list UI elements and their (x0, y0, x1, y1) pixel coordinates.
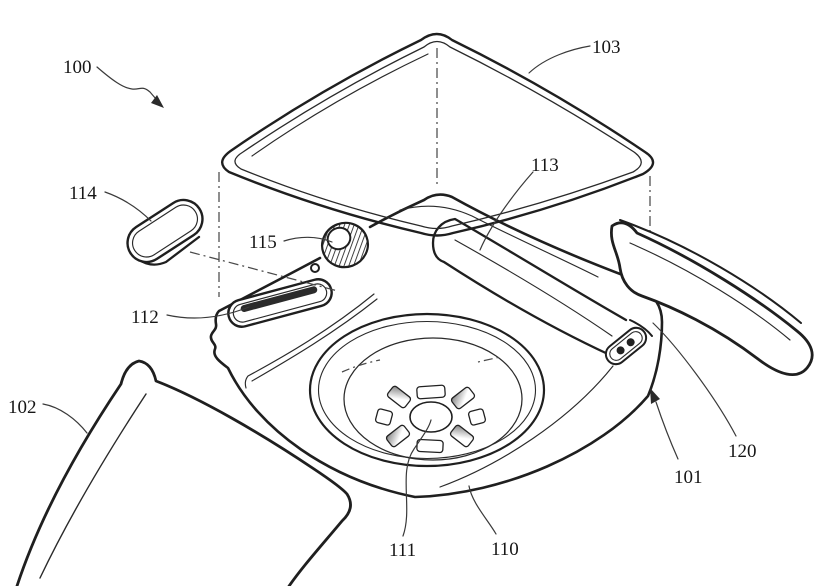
left-band-edge-line (39, 393, 147, 579)
label-112: 112 (131, 307, 159, 328)
right-band-back-edge (619, 219, 802, 324)
sensor-window-bottom-left (385, 424, 411, 448)
left-chamfer-line-1 (244, 293, 375, 389)
connector-dot-2 (626, 338, 635, 347)
glass-inner-outline (234, 40, 642, 230)
connector-dot-1 (616, 346, 625, 355)
leader-111 (402, 419, 432, 537)
band-channel-inner-line (454, 239, 613, 337)
sensor-window-right (467, 408, 487, 426)
right-chamfer-line (439, 365, 614, 488)
watch-housing (209, 193, 664, 499)
label-103: 103 (592, 37, 621, 58)
leader-115 (283, 236, 333, 243)
label-110: 110 (491, 539, 519, 560)
button-cap (126, 198, 204, 266)
button-cap-alignment-line (189, 251, 339, 292)
sensor-window-bottom (416, 438, 444, 454)
glass-outer-outline (221, 32, 655, 237)
label-115: 115 (249, 232, 277, 253)
glass-thickness-line (251, 53, 429, 157)
microphone-hole (310, 263, 320, 273)
label-100: 100 (63, 57, 92, 78)
label-111: 111 (389, 540, 416, 561)
leader-102 (42, 403, 88, 434)
back-recess-outer-ring (308, 312, 546, 468)
right-band-thickness-line (629, 242, 791, 341)
connector-outline (604, 326, 648, 366)
button-slot-inner-outline (232, 283, 328, 323)
crown-face (326, 226, 352, 251)
sensor-window-left (374, 408, 394, 426)
leader-110 (468, 485, 497, 535)
center-sensor-window (409, 401, 453, 433)
label-114: 114 (69, 183, 97, 204)
top-face-edge (399, 205, 599, 278)
reference-annotations: 100 114 115 112 102 103 113 120 101 111 … (8, 37, 757, 561)
label-101: 101 (674, 467, 703, 488)
dome-centerline-fragment-left (341, 359, 381, 373)
leader-112 (166, 306, 250, 319)
band-channel (431, 217, 628, 357)
leader-120 (652, 322, 737, 437)
button-inside-slot (240, 286, 318, 312)
sensor-window-top-left (386, 385, 412, 409)
label-113: 113 (531, 155, 559, 176)
crown (321, 221, 369, 269)
left-band-outline (15, 359, 352, 586)
sensor-window-top-right (450, 386, 476, 410)
housing-silhouette (209, 193, 664, 499)
lug-edge (629, 319, 653, 337)
arrowhead-101 (650, 388, 660, 404)
label-102: 102 (8, 397, 37, 418)
back-dome (343, 337, 523, 461)
right-band-strap (610, 219, 814, 377)
label-120: 120 (728, 441, 757, 462)
button-cap-outline (126, 198, 204, 264)
cover-glass (221, 32, 655, 237)
button-cap-inner-outline (131, 204, 199, 258)
arrowhead-100 (151, 95, 164, 108)
dome-centerline-fragment-right (477, 356, 501, 363)
left-band-strap (15, 359, 352, 586)
right-band-outline (610, 221, 814, 377)
leader-114 (104, 191, 152, 222)
leader-100 (96, 66, 157, 100)
sensor-array (374, 384, 487, 454)
connector-inner-outline (609, 331, 643, 361)
back-recess-inner-ring (317, 320, 537, 460)
left-chamfer-line-2 (251, 298, 378, 382)
leader-101 (655, 401, 679, 460)
sensor-window-bottom-right (449, 424, 475, 448)
diagnostic-connector (604, 326, 648, 366)
sensor-window-top (416, 384, 446, 400)
leader-103 (528, 45, 591, 74)
leader-113 (479, 171, 534, 251)
